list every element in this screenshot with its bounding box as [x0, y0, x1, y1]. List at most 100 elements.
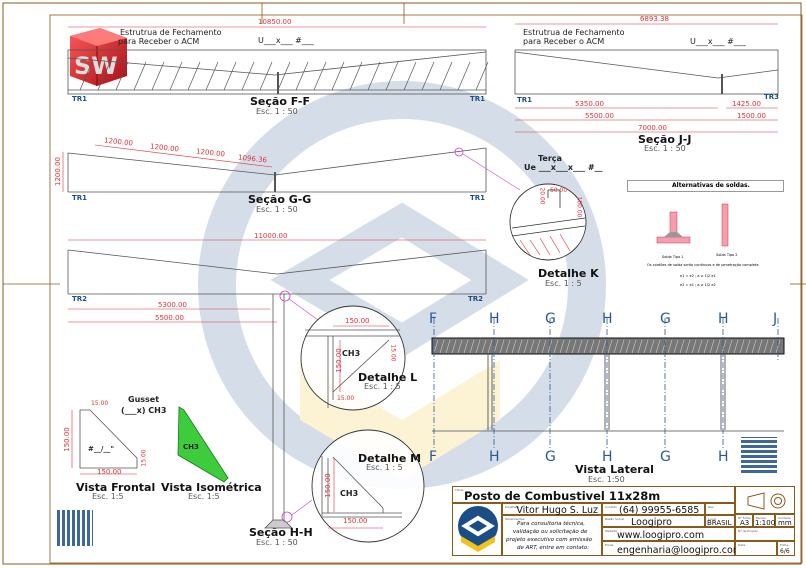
lattice-member	[505, 339, 511, 354]
detalhe-k-profile: Ue ___x___x___ #__	[524, 163, 603, 172]
truss-diagonal	[349, 61, 363, 91]
truss-diagonal	[277, 61, 291, 91]
truss-diagonal	[169, 61, 183, 91]
truss-diagonal	[223, 61, 237, 91]
truss-diagonal	[241, 61, 255, 91]
lattice-member	[709, 339, 715, 354]
secao-gg-scale: Esc. 1 : 50	[256, 205, 298, 214]
secao-jj-annotation-line2: para Receber o ACM	[523, 37, 605, 46]
lattice-member	[463, 339, 469, 354]
truss-diagonal	[97, 61, 111, 91]
lattice-member	[763, 339, 769, 354]
detalhe-k-title: Detalhe K	[538, 267, 599, 280]
secao-jj-title: Seção J-J	[638, 133, 692, 146]
section-cut-marker-bottom: H	[489, 449, 500, 465]
revision-cell: Rev.	[705, 503, 735, 515]
secao-hh-scale: Esc. 1 : 50	[256, 538, 298, 547]
secao-hh-dim-total: 11000.00	[254, 232, 288, 240]
website-cell: Website www.loogipro.com	[602, 527, 735, 541]
truss-diagonal	[115, 61, 129, 91]
lattice-member	[667, 339, 673, 354]
gusset-frontal-title: Vista Frontal	[76, 481, 156, 494]
lattice-member	[625, 339, 631, 354]
lattice-member	[649, 339, 655, 354]
lattice-member	[499, 339, 505, 354]
observation-line-1: Para consultoria técnica,	[517, 521, 585, 527]
lattice-member	[481, 339, 487, 354]
secao-jj-dim-5500: 5500.00	[585, 112, 614, 120]
company-cell: Razão Social Loogipro	[602, 515, 705, 528]
detalhe-l-part: CH3	[342, 349, 361, 358]
observation-line-3: projeto executivo com emissão	[506, 537, 593, 543]
secao-jj-dim-top: 6893.38	[640, 15, 669, 23]
lattice-member	[535, 339, 541, 354]
lattice-member	[727, 339, 733, 354]
lattice-member	[529, 339, 535, 354]
observation-line-4: de ART, entre em contato:	[517, 545, 590, 551]
secao-jj-dim-1425: 1425.00	[732, 100, 761, 108]
website-link[interactable]: www.loogipro.com	[617, 530, 705, 541]
section-cut-marker-bottom: G	[545, 449, 556, 465]
truss-diagonal	[259, 61, 273, 91]
paper-size-value: A3	[740, 519, 750, 527]
lattice-member	[523, 339, 529, 354]
lattice-member	[547, 339, 553, 354]
truss-diagonal	[331, 61, 345, 91]
lattice-member	[511, 339, 517, 354]
country-value: BRASIL	[707, 519, 732, 527]
truss-diagonal	[457, 61, 471, 91]
qr-code-right[interactable]	[741, 437, 777, 473]
secao-hh-dim-5500: 5500.00	[155, 314, 184, 322]
truss-diagonal	[205, 61, 219, 91]
lattice-member	[751, 339, 757, 354]
gusset-dim-150-horizontal: 150.00	[97, 468, 122, 476]
reference-cell: Nº de Projeto	[735, 527, 795, 541]
section-cut-marker-bottom: F	[429, 449, 438, 465]
detalhe-m-scale: Esc. 1 : 5	[366, 463, 403, 472]
unit-value: mm	[778, 519, 792, 527]
truss-diagonal	[295, 61, 309, 91]
secao-jj-dim-5350: 5350.00	[575, 100, 604, 108]
contact-cell: Contato (64) 99955-6585	[602, 503, 705, 516]
observation-line-2: validação ou solicitação de	[513, 529, 588, 535]
secao-hh-dim-5300: 5300.00	[158, 301, 187, 309]
lattice-member	[691, 339, 697, 354]
lattice-member	[517, 339, 523, 354]
lattice-member	[757, 339, 763, 354]
email-link[interactable]: engenharia@loogipro.com	[617, 545, 743, 556]
soldas-formula-1: e1 = e2 ; a ≥ 1/2 e1	[680, 274, 716, 278]
secao-jj-tag-right: TR3	[764, 93, 780, 101]
section-cut-marker-top: G	[660, 311, 671, 327]
section-cut-marker-top: H	[602, 311, 613, 327]
detalhe-m-part: CH3	[340, 489, 359, 498]
country-cell: Local BRASIL	[705, 515, 735, 527]
qr-code-left[interactable]	[57, 510, 93, 546]
lattice-member	[697, 339, 703, 354]
secao-hh-title: Seção H-H	[249, 526, 313, 539]
lattice-member	[445, 339, 451, 354]
gusset-dim-15-top: 15.00	[91, 400, 109, 407]
lattice-member	[655, 339, 661, 354]
lattice-member	[703, 339, 709, 354]
contact-phone[interactable]: (64) 99955-6585	[619, 505, 700, 516]
secao-hh-tag-left: TR2	[72, 295, 88, 303]
author-cell: Projetista Vitor Hugo S. Luz	[502, 503, 602, 516]
paper-size-cell: Nº Folha A3	[735, 514, 753, 527]
lattice-member	[559, 339, 565, 354]
gusset-title-line2: (___x) CH3	[121, 406, 167, 415]
gusset-thickness: #__/__"	[88, 445, 115, 453]
lattice-member	[487, 339, 493, 354]
lattice-member	[769, 339, 775, 354]
detalhe-k-scale: Esc. 1 : 5	[545, 279, 582, 288]
detalhe-k-label: Terça	[538, 154, 562, 163]
secao-ff-tag-left: TR1	[72, 95, 88, 103]
gusset-iso-scale: Esc. 1:5	[188, 492, 220, 501]
vista-lateral-scale: Esc. 1:50	[588, 475, 625, 484]
detalhe-m-dim-150-horizontal: 150.00	[343, 517, 368, 525]
